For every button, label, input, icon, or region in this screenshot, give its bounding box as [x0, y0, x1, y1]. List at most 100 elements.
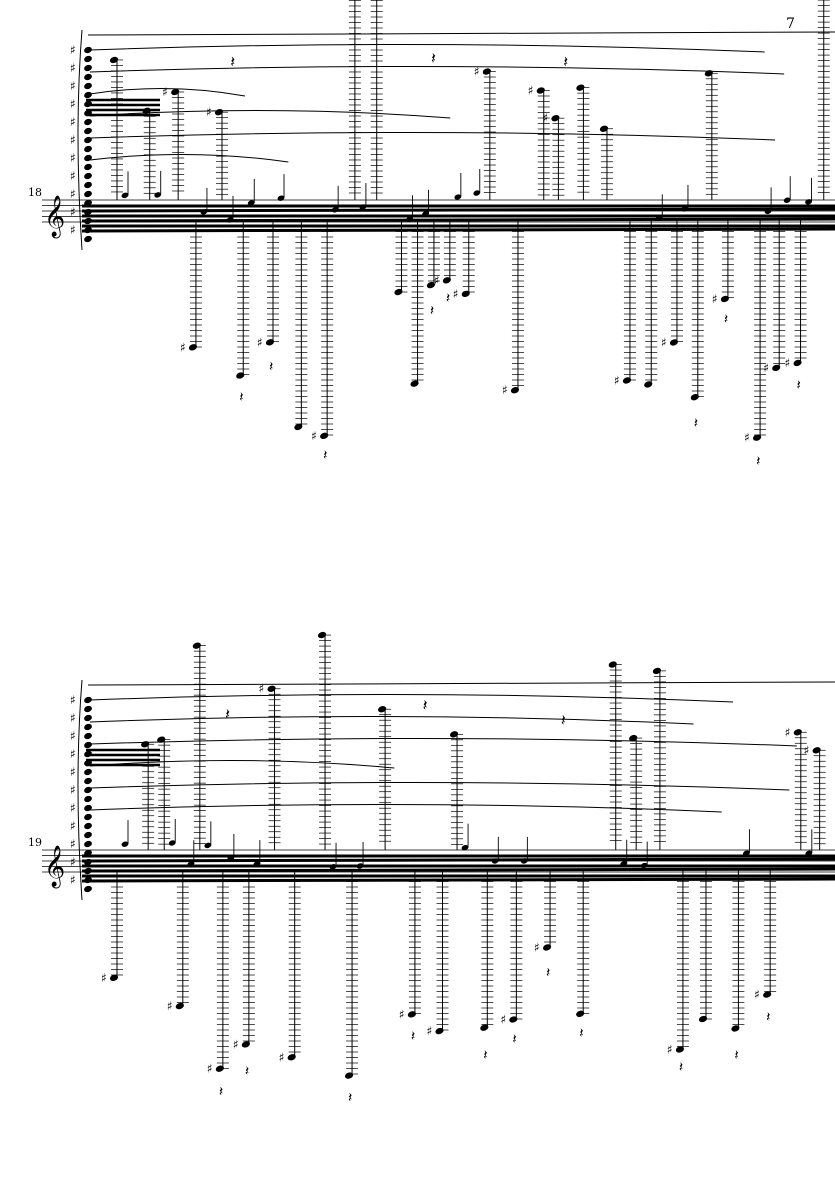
system-19-notehead	[542, 944, 552, 951]
system-18-notehead	[576, 84, 585, 91]
system-18-notehead	[84, 127, 92, 135]
system-19-notehead	[84, 822, 92, 830]
system-19-quarter-rest-icon: 𝄽	[348, 1090, 352, 1106]
system-19-notehead	[84, 777, 92, 785]
system-19-notehead	[84, 768, 92, 776]
system-19-notehead	[84, 705, 92, 713]
system-19-notehead	[344, 1072, 354, 1079]
system-18-notehead	[644, 381, 653, 388]
system-19-notehead	[84, 849, 92, 857]
page-number: 7	[786, 16, 795, 32]
system-18-notehead	[84, 55, 92, 63]
system-18-slur	[89, 131, 776, 141]
system-18-notehead	[294, 423, 303, 431]
system-19-notehead	[812, 747, 821, 754]
system-18-long-tie	[87, 31, 835, 36]
system-19-slur	[89, 693, 734, 703]
system-18-notehead	[84, 46, 92, 54]
system-19-notehead	[461, 844, 469, 851]
system-18-notehead	[622, 377, 632, 384]
system-19-quarter-rest-icon: 𝄽	[245, 1064, 249, 1080]
system-19-slur	[89, 759, 395, 769]
system-19-notehead	[329, 864, 337, 870]
system-18-sharp-icon: ♯	[614, 373, 620, 387]
system-19-sharp-icon: ♯	[70, 693, 76, 707]
system-19-sharp-icon: ♯	[399, 1007, 405, 1021]
system-18-sharp-icon: ♯	[434, 273, 440, 287]
system-19-notehead	[84, 867, 92, 875]
system-18-notehead	[410, 380, 419, 387]
system-19-notehead	[227, 855, 235, 861]
system-18-notehead	[84, 181, 92, 189]
system-19-notehead	[141, 741, 150, 748]
system-19-notehead	[84, 723, 92, 731]
system-19-quarter-rest-icon: 𝄽	[679, 1060, 683, 1076]
system-18-notehead	[84, 118, 92, 126]
system-19-notehead	[84, 714, 92, 722]
system-19-notehead	[509, 1016, 518, 1023]
system-19-notehead	[378, 706, 387, 713]
system-19-notehead	[629, 734, 638, 742]
system-19-notehead	[84, 750, 92, 758]
system-19-sharp-icon: ♯	[279, 1050, 285, 1064]
system-19-sharp-icon: ♯	[70, 855, 76, 869]
measure-number-19: 19	[28, 836, 42, 849]
system-18-notehead	[669, 339, 679, 346]
system-18-slur	[89, 87, 246, 97]
system-19-notehead	[267, 685, 276, 692]
system-19-notehead	[84, 831, 92, 839]
system-19-notehead	[157, 736, 166, 743]
system-18-notehead	[121, 192, 129, 199]
system-18-quarter-rest-icon: 𝄽	[230, 52, 235, 71]
system-19-notehead	[480, 1024, 489, 1031]
system-18-notehead	[84, 208, 92, 216]
system-18-sharp-icon: ♯	[311, 429, 317, 443]
system-18-quarter-rest-icon: 𝄽	[797, 377, 801, 393]
system-18-slur	[89, 65, 785, 75]
system-19-notehead	[576, 1010, 585, 1017]
system-19-slur	[89, 781, 790, 791]
system-18-sharp-icon: ♯	[70, 97, 76, 111]
system-18-notehead	[84, 73, 92, 81]
system-18-notehead	[84, 100, 92, 108]
system-19-notehead	[652, 667, 661, 675]
system-19-notehead	[84, 732, 92, 740]
system-18-notehead	[331, 207, 339, 213]
system-18-notehead	[473, 190, 481, 196]
system-19-quarter-rest-icon: 𝄽	[561, 710, 566, 729]
system-19-sharp-icon: ♯	[70, 711, 76, 725]
system-18-notehead	[84, 163, 92, 171]
system-19-beam	[81, 867, 835, 873]
system-18-sharp-icon: ♯	[528, 83, 534, 97]
system-19-quarter-rest-icon: 𝄽	[579, 1025, 583, 1041]
system-18-notehead	[442, 277, 451, 284]
system-18-notehead	[247, 200, 255, 206]
system-18-quarter-rest-icon: 𝄽	[756, 454, 760, 470]
system-19-notehead	[407, 1011, 416, 1018]
system-18-notehead	[236, 372, 245, 379]
system-18-notehead	[720, 295, 729, 303]
measure-number-18: 18	[28, 186, 42, 199]
system-18-notehead	[84, 136, 92, 144]
system-19-quarter-rest-icon: 𝄽	[483, 1048, 487, 1064]
system-18-quarter-rest-icon: 𝄽	[694, 416, 698, 432]
system-19-quarter-rest-icon: 𝄽	[734, 1047, 738, 1063]
system-18-notehead	[84, 226, 92, 234]
system-18-sharp-icon: ♯	[502, 383, 508, 397]
system-18-slur	[89, 153, 289, 163]
system-18-sharp-icon: ♯	[70, 79, 76, 93]
system-19-notehead	[168, 840, 176, 846]
system-19-sharp-icon: ♯	[167, 999, 173, 1013]
system-18-sharp-icon: ♯	[70, 169, 76, 183]
system-18-notehead	[277, 195, 285, 201]
system-18-notehead	[359, 204, 367, 210]
system-19-notehead	[84, 804, 92, 812]
system-19-sharp-icon: ♯	[259, 682, 265, 696]
system-18-quarter-rest-icon: 𝄽	[724, 312, 728, 328]
system-18-notehead	[704, 70, 713, 77]
system-18-sharp-icon: ♯	[453, 287, 459, 301]
system-18-notehead	[84, 145, 92, 153]
system-19-beam	[81, 877, 835, 883]
system-18-notehead	[265, 339, 275, 346]
